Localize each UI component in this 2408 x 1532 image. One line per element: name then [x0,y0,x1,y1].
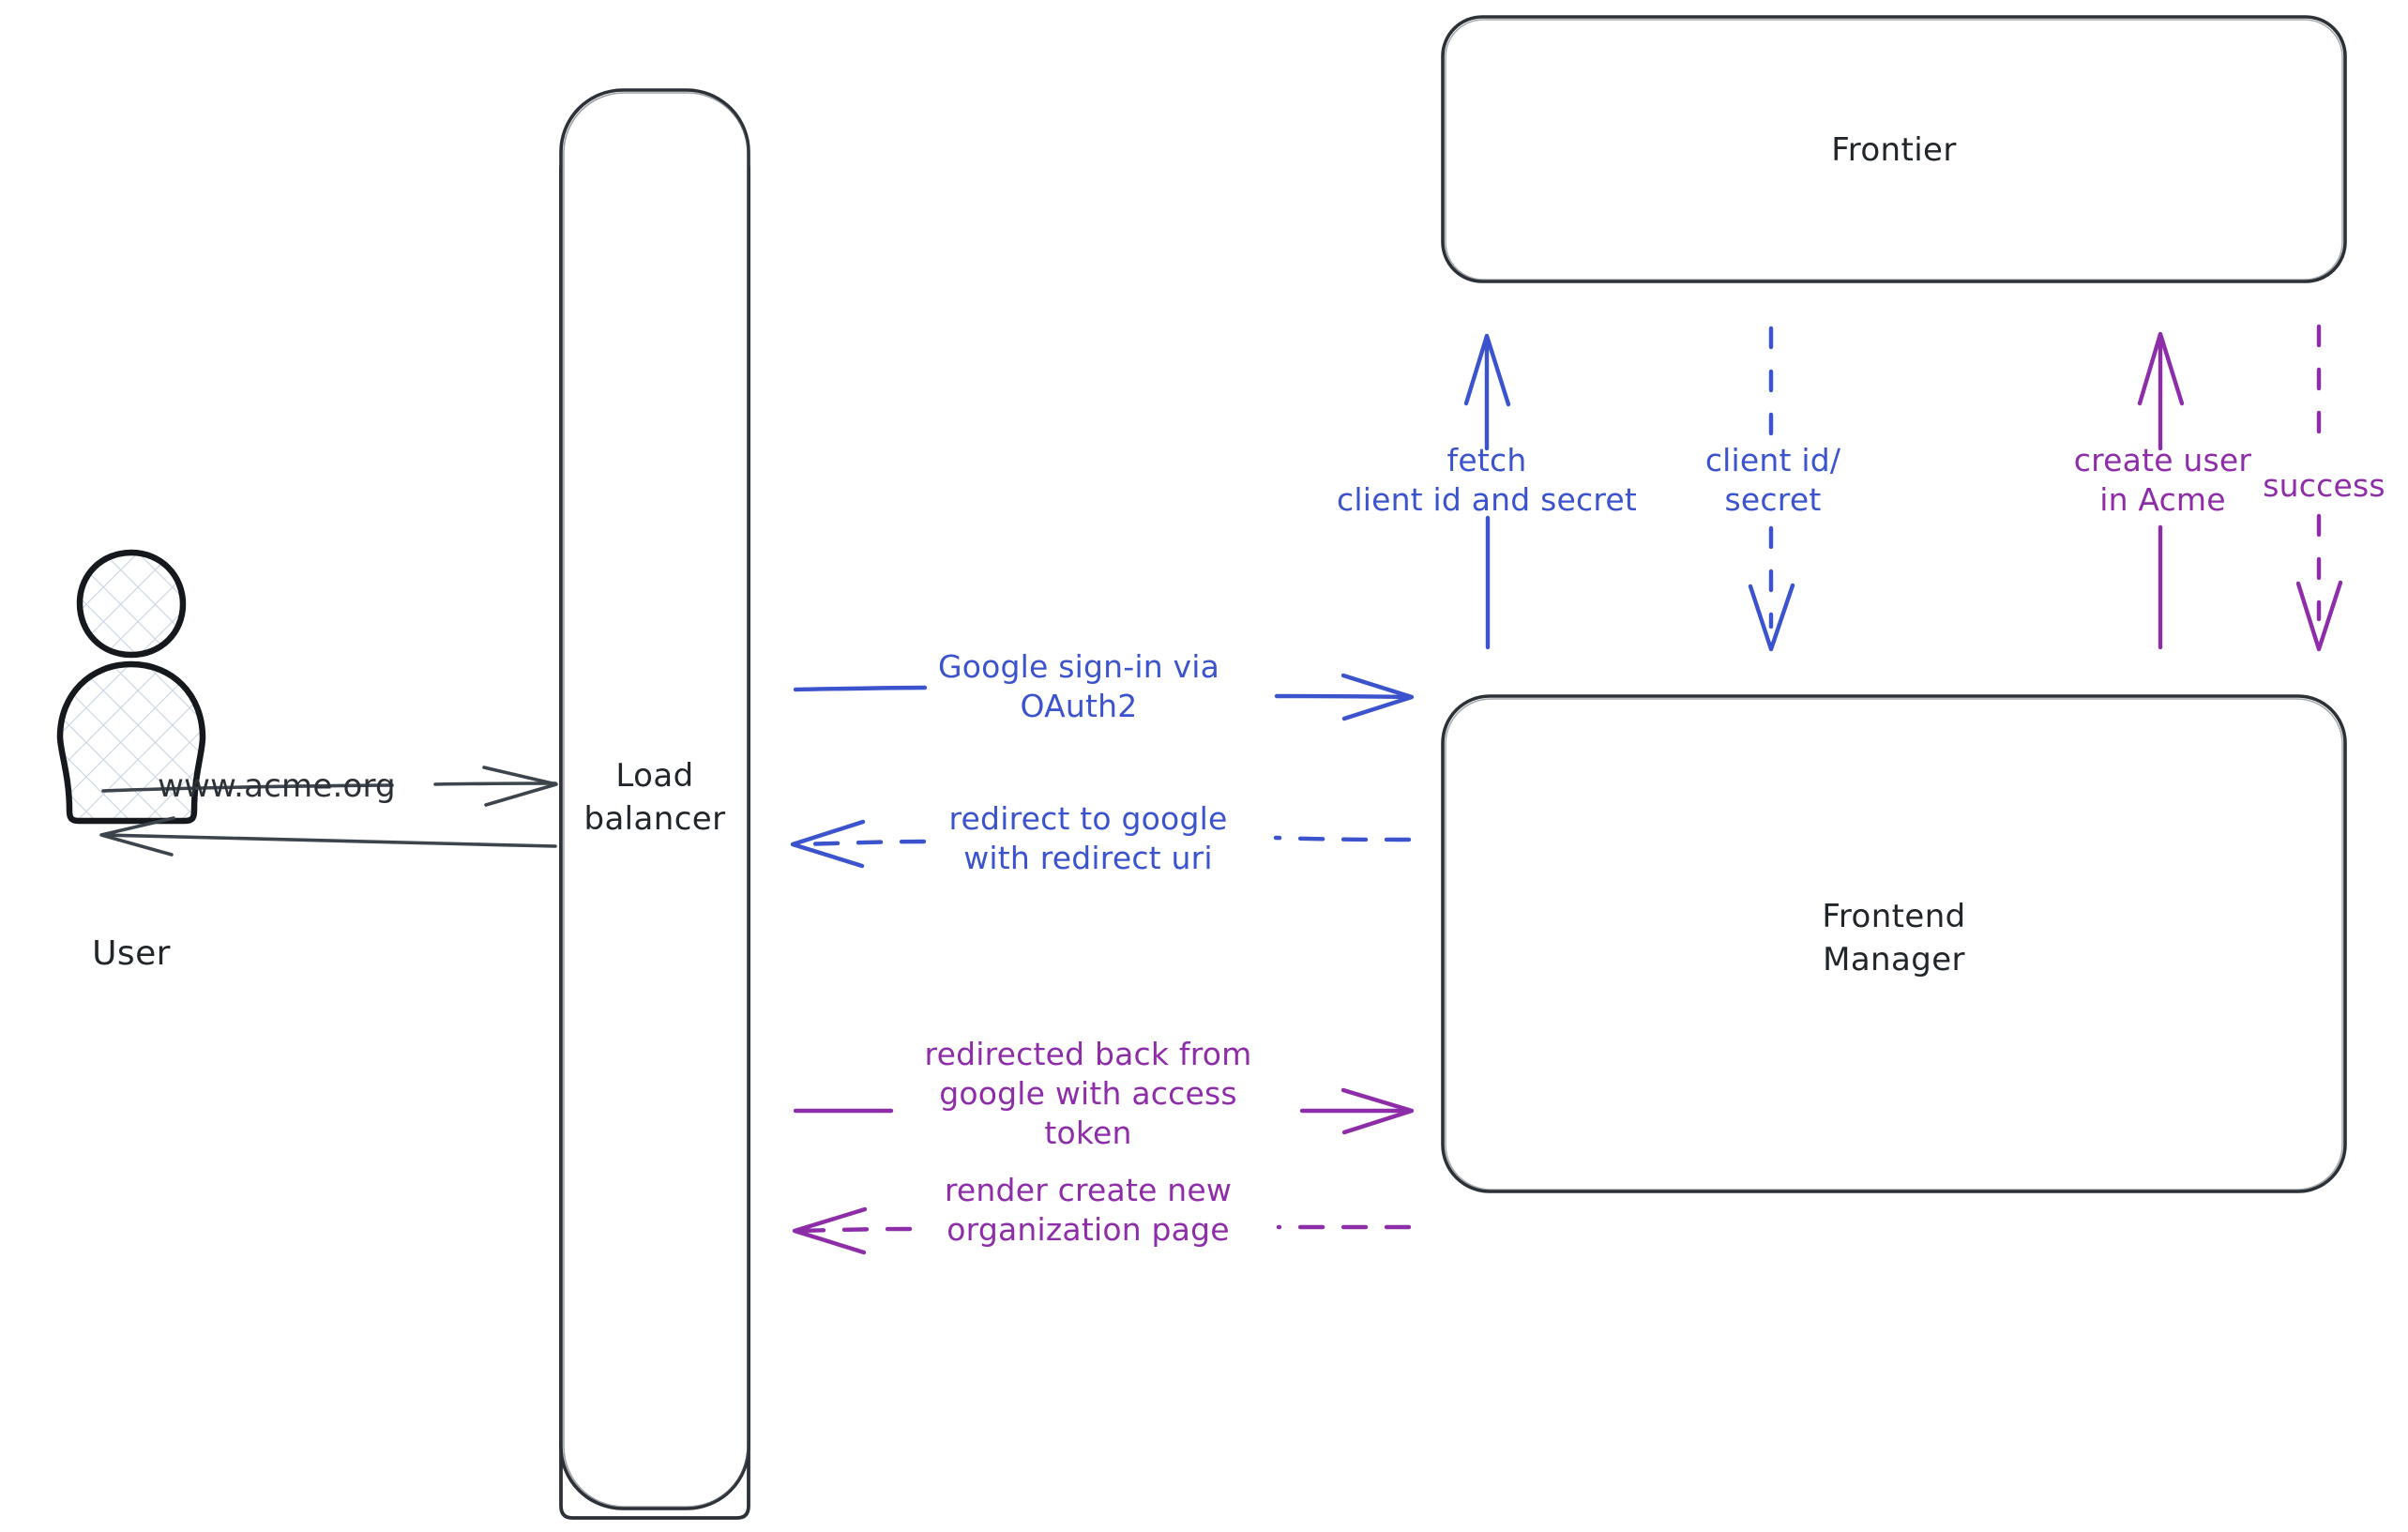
frontier-node[interactable] [1443,17,2345,281]
user-actor-icon [56,549,206,825]
edge-lb-to-user [99,816,557,857]
edge-user-to-lb [101,766,558,807]
edge-lb-to-fm-token [793,1087,1415,1135]
edge-fm-to-lb-redirect [790,819,1412,869]
edge-fm-to-lb-render [792,1206,1412,1255]
load-balancer-box [559,88,750,1520]
edge-lb-to-fm-signin [793,673,1415,721]
edge-frontier-to-fm-success [2295,324,2343,652]
edge-fm-to-frontier-fetch [1463,333,1511,650]
load-balancer-node[interactable] [561,90,749,1509]
frontend-manager-box [1441,694,2347,1193]
frontend-manager-node[interactable] [1443,696,2345,1191]
frontier-box [1441,15,2347,283]
edge-frontier-to-fm-creds [1748,326,1795,652]
edge-fm-to-frontier-create [2137,331,2185,650]
user-actor[interactable] [19,544,235,835]
